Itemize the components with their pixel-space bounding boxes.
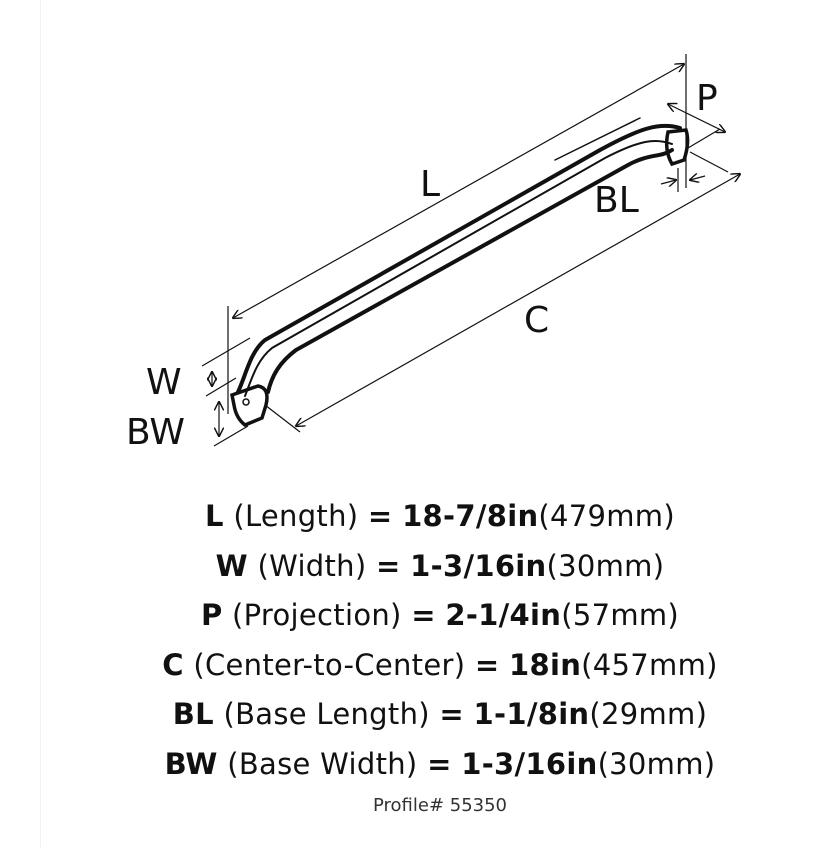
spec-eq: = <box>367 499 393 533</box>
spec-value: 1-1/8in <box>473 697 590 731</box>
spec-length: L (Length) = 18-7/8in(479mm) <box>0 492 832 542</box>
spec-name: (Width) <box>257 548 367 583</box>
spec-name: (Length) <box>233 499 359 533</box>
spec-name: (Center-to-Center) <box>193 647 466 682</box>
label-BL: BL <box>594 180 639 221</box>
spec-value: 18-7/8in <box>402 499 539 533</box>
label-C: C <box>524 300 549 341</box>
spec-metric: (57mm) <box>561 598 680 632</box>
label-P: P <box>696 78 718 119</box>
spec-value: 1-3/16in <box>461 746 598 781</box>
spec-value: 2-1/4in <box>445 598 562 632</box>
label-W: W <box>146 362 182 403</box>
spec-key: BL <box>172 697 214 731</box>
spec-eq: = <box>427 746 452 781</box>
spec-metric: (29mm) <box>589 697 708 731</box>
spec-eq: = <box>411 598 436 632</box>
spec-center-to-center: C (Center-to-Center) = 18in(457mm) <box>0 641 832 691</box>
spec-key: P <box>200 598 223 632</box>
handle-dimension-diagram: L P BL C W BW <box>126 54 832 453</box>
spec-width: W (Width) = 1-3/16in(30mm) <box>0 542 832 592</box>
spec-metric: (30mm) <box>546 548 665 583</box>
spec-base-length: BL (Base Length) = 1-1/8in(29mm) <box>0 690 832 740</box>
spec-base-width: BW (Base Width) = 1-3/16in(30mm) <box>0 740 832 790</box>
spec-key: C <box>162 647 184 682</box>
dimension-lines <box>201 54 740 447</box>
spec-key: BW <box>164 746 218 781</box>
spec-value: 18in <box>509 647 582 682</box>
spec-key: L <box>205 499 224 533</box>
profile-number: Profile# 55350 <box>372 795 508 816</box>
spec-metric: (457mm) <box>581 647 718 682</box>
handle-drawing <box>229 117 690 428</box>
spec-key: W <box>215 548 248 583</box>
spec-value: 1-3/16in <box>410 548 547 583</box>
spec-name: (Projection) <box>232 598 402 632</box>
label-L: L <box>420 164 440 205</box>
spec-name: (Base Length) <box>223 697 430 731</box>
spec-eq: = <box>474 647 500 682</box>
specifications-list: L (Length) = 18-7/8in(479mm) W (Width) =… <box>0 492 832 789</box>
spec-metric: (479mm) <box>538 499 675 533</box>
spec-metric: (30mm) <box>597 746 716 781</box>
label-BW: BW <box>126 412 185 453</box>
spec-projection: P (Projection) = 2-1/4in(57mm) <box>0 591 832 641</box>
spec-name: (Base Width) <box>227 746 418 781</box>
spec-eq: = <box>439 697 464 731</box>
spec-eq: = <box>376 548 401 583</box>
